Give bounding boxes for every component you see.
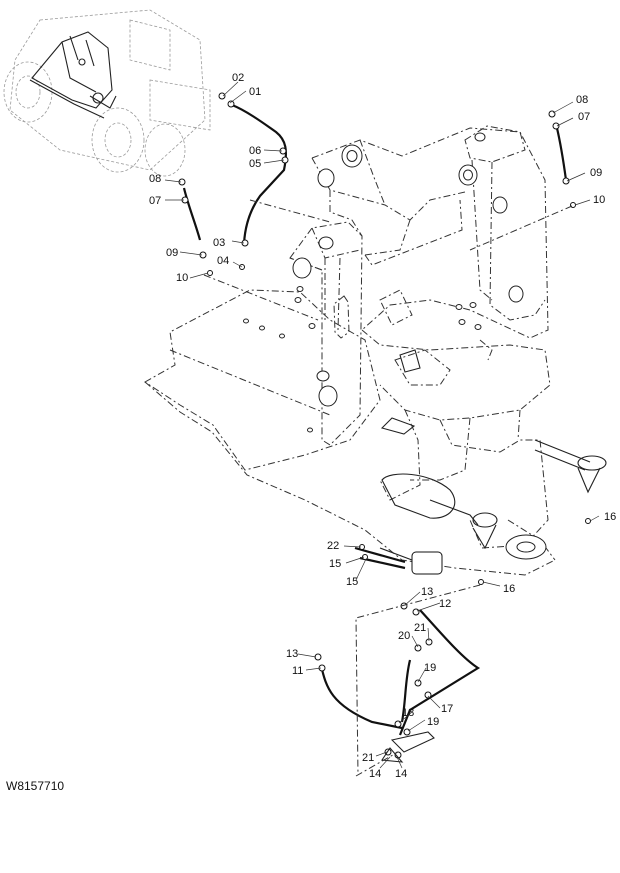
callout-16: 16: [604, 511, 616, 523]
callout-11: 11: [292, 665, 303, 677]
drawing-code: W8157710: [6, 779, 64, 793]
callout-08b: 08: [576, 94, 588, 106]
callout-03: 03: [213, 237, 225, 249]
callout-05: 05: [249, 158, 261, 170]
callout-labels: 01 02 03 04 05 06 07 07 08 08 09 09 10 1…: [149, 72, 616, 780]
callout-12: 12: [439, 598, 451, 610]
callout-08: 08: [149, 173, 161, 185]
callout-07b: 07: [578, 111, 590, 123]
locator-thumbnail: [3, 9, 211, 177]
grease-hoses: [182, 103, 568, 736]
callout-13: 13: [421, 586, 433, 598]
callout-06: 06: [249, 145, 261, 157]
callout-07: 07: [149, 195, 161, 207]
callout-01: 01: [249, 86, 261, 98]
steering-cylinder-area: [379, 349, 607, 575]
callout-02: 02: [232, 72, 244, 84]
callout-14: 14: [369, 768, 381, 780]
callout-21: 21: [414, 622, 426, 634]
callout-15: 15: [329, 558, 341, 570]
callout-14b: 14: [395, 768, 407, 780]
frame-holes: [243, 132, 547, 560]
callout-19b: 19: [427, 716, 439, 728]
callout-21b: 21: [362, 752, 374, 764]
callout-10: 10: [176, 272, 188, 284]
callout-19: 19: [424, 662, 436, 674]
callout-18: 18: [402, 707, 414, 719]
callout-15b: 15: [346, 576, 358, 588]
callout-09b: 09: [590, 167, 602, 179]
callout-20: 20: [398, 630, 410, 642]
guide-lines: [203, 199, 573, 777]
callout-13b: 13: [286, 648, 298, 660]
lower-bracket: [381, 731, 435, 763]
callout-04: 04: [217, 255, 229, 267]
callout-10b: 10: [593, 194, 605, 206]
callout-16b: 16: [503, 583, 515, 595]
callout-leaders: [164, 81, 600, 769]
front-frame: [144, 125, 556, 576]
callout-17: 17: [441, 703, 453, 715]
callout-22: 22: [327, 540, 339, 552]
callout-09: 09: [166, 247, 178, 259]
